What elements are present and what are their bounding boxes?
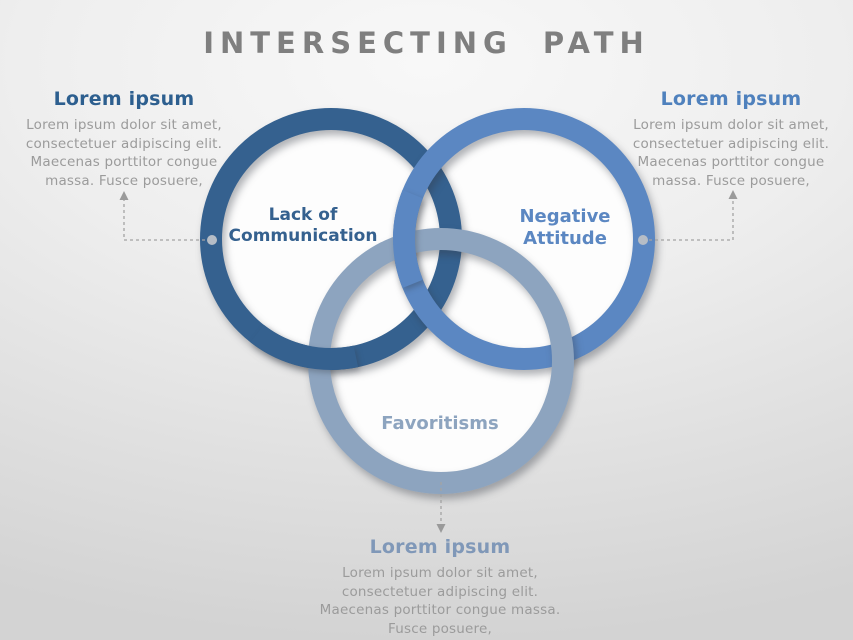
callout-bottom-body: Lorem ipsum dolor sit amet, consectetuer… <box>319 565 561 637</box>
label-negative-attitude: Negative Attitude <box>519 206 611 249</box>
bottom-connector-arrow-icon <box>436 524 446 533</box>
callout-top-left: Lorem ipsum Lorem ipsum dolor sit amet, … <box>4 88 244 190</box>
right-connector-arrow-icon <box>728 190 738 199</box>
right-connector-line <box>643 199 734 241</box>
left-connector-arrow-icon <box>119 191 129 200</box>
callout-bottom: Lorem ipsum Lorem ipsum dolor sit amet, … <box>315 536 565 638</box>
callout-top-right-body: Lorem ipsum dolor sit amet, consectetuer… <box>632 117 830 189</box>
label-lack-of-communication: Lack of Communication <box>228 205 378 246</box>
callout-top-right-heading: Lorem ipsum <box>660 88 802 110</box>
left-connector-dot <box>207 235 217 245</box>
callout-bottom-heading: Lorem ipsum <box>369 536 511 558</box>
callout-top-left-heading: Lorem ipsum <box>53 88 195 110</box>
left-connector-line <box>123 200 217 241</box>
bottom-circle-interior <box>308 228 574 494</box>
page-title: INTERSECTING PATH <box>203 26 650 60</box>
left-ring-over-patch <box>250 324 359 371</box>
callout-top-left-body: Lorem ipsum dolor sit amet, consectetuer… <box>25 117 223 189</box>
label-favoritisms: Favoritisms <box>381 413 499 434</box>
right-ring-over-patch <box>393 189 424 289</box>
callout-top-right: Lorem ipsum Lorem ipsum dolor sit amet, … <box>611 88 851 190</box>
right-connector-dot <box>638 235 648 245</box>
